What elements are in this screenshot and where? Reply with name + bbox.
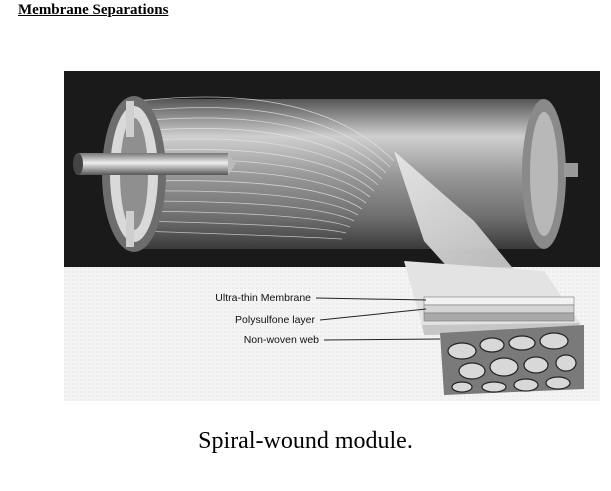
label-leaders (315, 297, 441, 341)
spiral-wound-module-illustration: Ultra-thin Membrane Polysulfone layer No… (64, 71, 600, 401)
label-polysulfone-layer: Polysulfone layer (235, 314, 315, 326)
label-ultra-thin-membrane: Ultra-thin Membrane (215, 292, 311, 304)
figure-caption: Spiral-wound module. (198, 428, 413, 454)
label-non-woven-web: Non-woven web (244, 334, 319, 346)
permeate-tube (73, 153, 236, 175)
spiral-wound-module-figure: Ultra-thin Membrane Polysulfone layer No… (64, 71, 600, 401)
membrane-cross-section (423, 296, 584, 395)
page-heading: Membrane Separations (18, 2, 169, 18)
